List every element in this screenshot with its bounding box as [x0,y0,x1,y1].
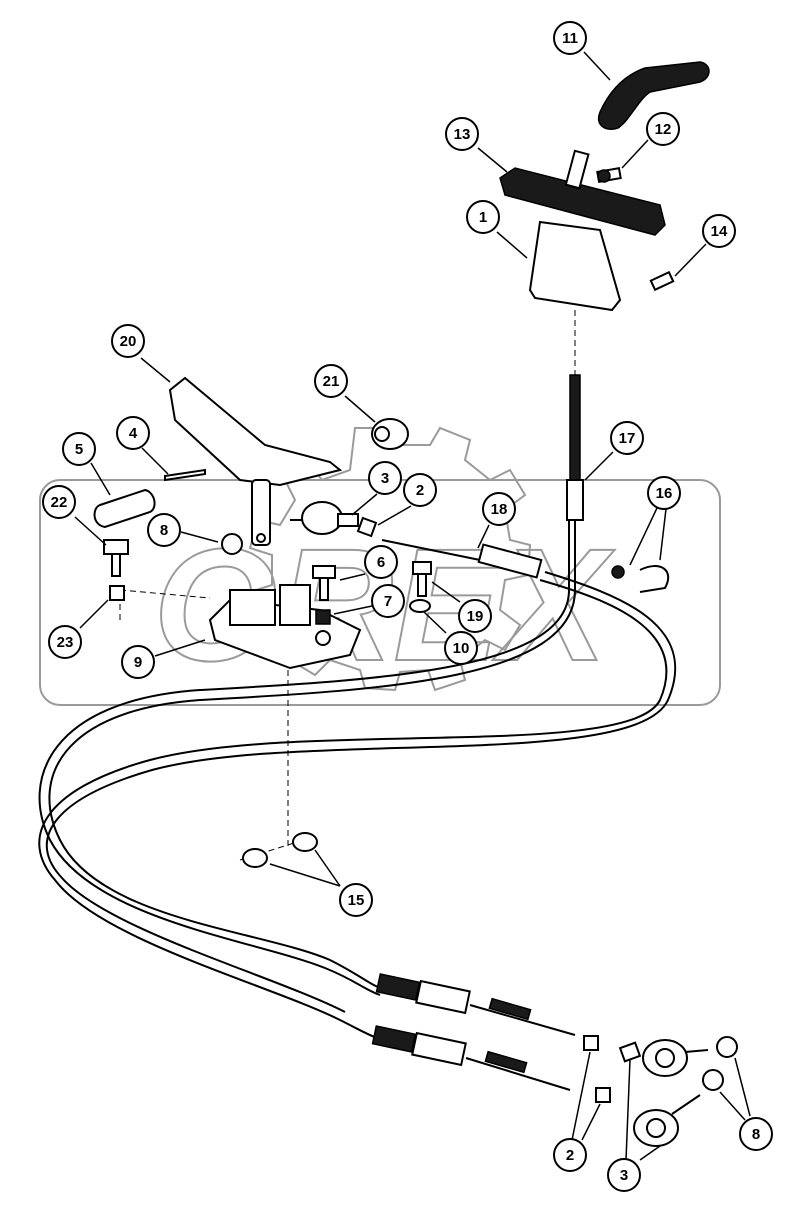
callout-label: 21 [323,373,340,390]
callout-label: 17 [619,430,636,447]
callout-13: 13 [445,117,479,151]
callout-label: 23 [57,634,74,651]
callout-label: 8 [752,1126,760,1143]
pedal [168,376,343,546]
callout-2: 2 [403,473,437,507]
callout-label: 3 [620,1167,628,1184]
callout-20: 20 [111,324,145,358]
callout-label: 9 [134,654,142,671]
callout-label: 15 [348,892,365,909]
screw-12 [596,167,622,183]
fitting-14 [649,270,675,292]
callout-label: 5 [75,441,83,458]
callout-9: 9 [121,645,155,679]
callout-6: 6 [364,545,398,579]
bolt-6 [312,565,336,601]
callout-label: 13 [454,126,471,143]
callout-label: 12 [655,121,672,138]
lever-handle [598,61,710,130]
callout-label: 4 [129,425,138,442]
callout-label: 16 [656,485,673,502]
nut-7 [315,609,331,646]
bushing-21 [371,418,409,450]
callout-5: 5 [62,432,96,466]
bolt-19 [412,561,432,597]
threaded-rod-17 [566,374,584,521]
callout-23: 23 [48,625,82,659]
nut-8-upper [221,533,243,555]
callout-8: 8 [147,513,181,547]
nuts-2-lower [583,1035,611,1103]
callout-8: 8 [739,1117,773,1151]
callout-17: 17 [610,421,644,455]
callout-label: 8 [160,522,168,539]
clip-4 [164,468,206,482]
callout-19: 19 [458,599,492,633]
callout-label: 11 [562,30,578,47]
nut-23 [109,585,125,601]
callout-22: 22 [42,485,76,519]
rod-end-upper [290,501,359,535]
u-bolt-16 [611,565,670,593]
callout-10: 10 [444,631,478,665]
callout-14: 14 [702,214,736,248]
control-cables [38,515,676,1041]
callout-15: 15 [339,883,373,917]
callout-3: 3 [607,1158,641,1192]
callout-label: 7 [384,593,392,610]
callout-4: 4 [116,416,150,450]
cable-end-18 [381,539,543,579]
callout-2: 2 [553,1138,587,1172]
callout-label: 14 [711,223,728,240]
rod-ends-3-lower [618,1039,709,1147]
callout-label: 20 [120,333,137,350]
callout-21: 21 [314,364,348,398]
nuts-8-lower [702,1036,738,1091]
callout-label: 19 [467,608,484,625]
callout-16: 16 [647,476,681,510]
callout-12: 12 [646,112,680,146]
callout-11: 11 [553,21,587,55]
callout-7: 7 [371,584,405,618]
nut-2-upper [356,516,378,538]
leader-lines [74,51,751,1161]
callout-label: 6 [377,554,385,571]
pin-5 [93,488,156,529]
lever-mount-plate [499,149,666,236]
callout-label: 18 [491,501,508,518]
callout-label: 22 [51,494,68,511]
washer-10 [409,599,431,613]
callout-label: 2 [416,482,424,499]
callout-label: 3 [381,470,389,487]
lever-boot [528,220,622,312]
cable-end-upper [375,973,576,1036]
cable-end-lower [371,1025,571,1091]
callout-label: 2 [566,1147,574,1164]
callout-label: 1 [479,209,487,226]
washers-15 [242,832,318,868]
callout-label: 10 [453,640,470,657]
bolt-22 [103,539,129,577]
callout-3: 3 [368,461,402,495]
callout-1: 1 [466,200,500,234]
callout-18: 18 [482,492,516,526]
